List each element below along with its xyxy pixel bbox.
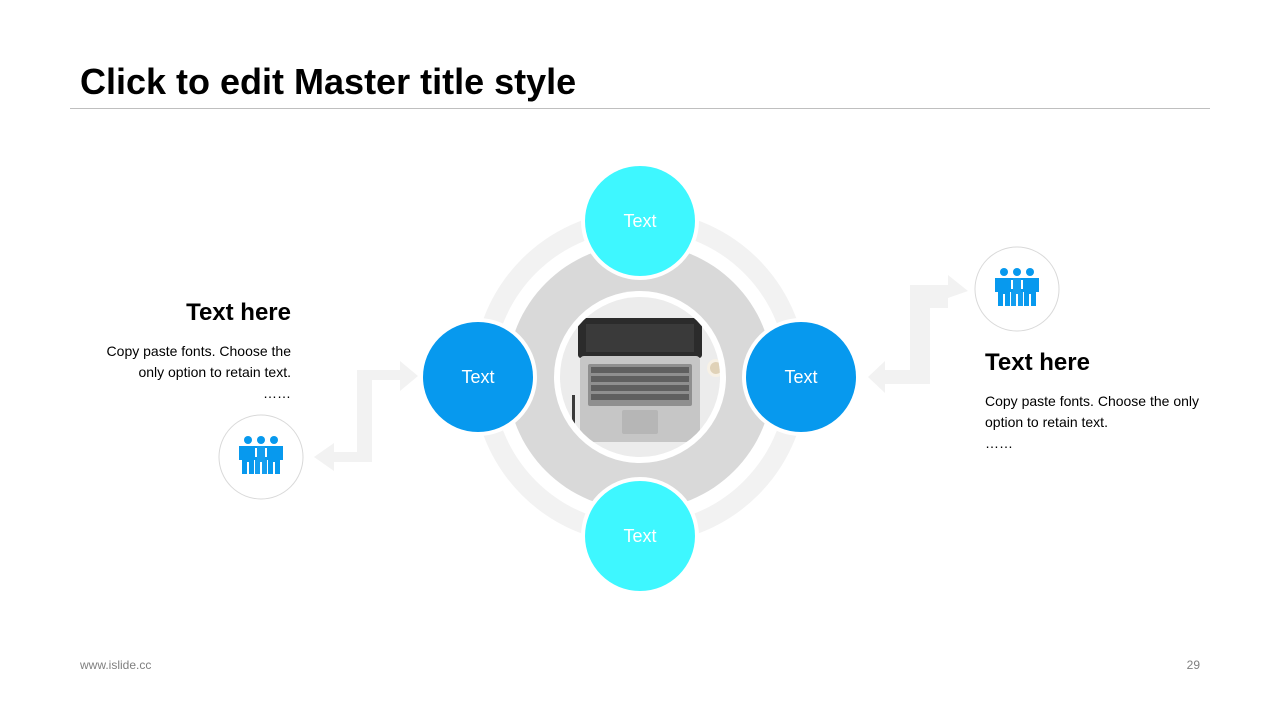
right-heading[interactable]: Text here [985,349,1090,376]
left-body-text[interactable]: Copy paste fonts. Choose the only option… [80,341,291,404]
node-right-label: Text [784,367,817,387]
node-right[interactable]: Text [742,318,860,436]
right-team-icon-badge [974,246,1060,332]
right-connector-arrow [868,275,968,393]
node-left[interactable]: Text [419,318,537,436]
team-icon [995,268,1039,306]
left-heading[interactable]: Text here [186,299,291,326]
footer-url: www.islide.cc [80,658,152,672]
node-top-label: Text [623,211,656,231]
right-body-copy: Copy paste fonts. Choose the only option… [985,393,1200,430]
slide-title[interactable]: Click to edit Master title style [80,61,577,102]
title-divider [70,108,1210,109]
team-icon [239,436,283,474]
laptop-photo [554,291,726,463]
left-connector-arrow [314,361,418,471]
node-bottom-label: Text [623,526,656,546]
right-body-text[interactable]: Copy paste fonts. Choose the only option… [985,391,1205,454]
node-left-label: Text [461,367,494,387]
right-ellipsis: …… [985,435,1013,451]
left-ellipsis: …… [263,385,291,401]
left-team-icon-badge [218,414,304,500]
node-top[interactable]: Text [581,162,699,280]
left-body-copy: Copy paste fonts. Choose the only option… [106,343,291,380]
node-bottom[interactable]: Text [581,477,699,595]
page-number: 29 [1186,658,1200,672]
